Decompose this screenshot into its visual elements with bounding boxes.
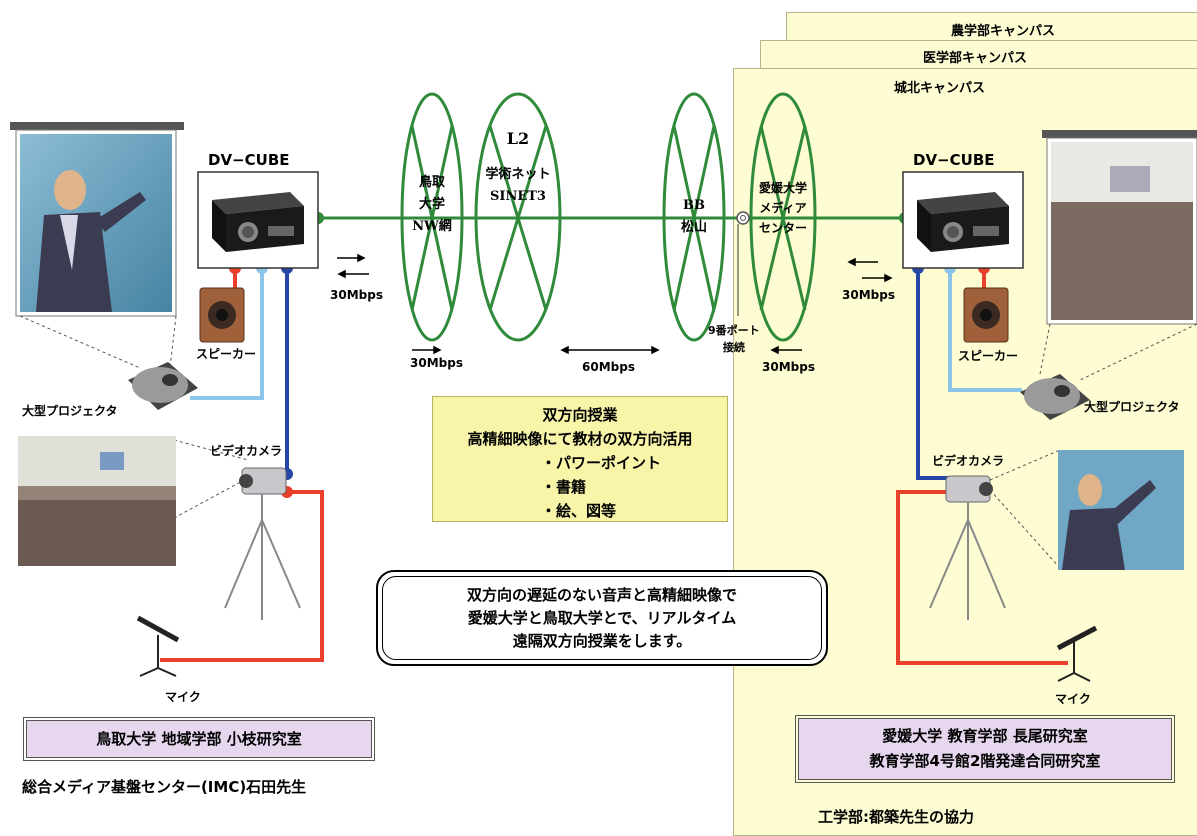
left-speaker (199, 287, 245, 343)
left-lab-box: 鳥取大学 地域学部 小枝研究室 (23, 717, 375, 761)
speed-right-upper: 30Mbps (842, 288, 895, 302)
port-connector (736, 211, 750, 225)
port-label: 9番ポート 接続 (708, 324, 760, 354)
speed-middle: 60Mbps (582, 360, 635, 374)
message-line-3: 遠隔双方向授業をします。 (512, 632, 692, 650)
right-mic (1056, 625, 1098, 682)
right-lab-room: 教育学部4号館2階発達合同研究室 (869, 752, 1101, 770)
right-tripod (929, 502, 1006, 620)
left-caption: 総合メディア基盤センター(IMC)石田先生 (22, 778, 307, 796)
ellipse-tottori-nw (400, 92, 464, 342)
right-lab-name: 愛媛大学 教育学部 長尾研究室 (882, 727, 1088, 745)
message-line-1: 双方向の遅延のない音声と高精細映像で (466, 586, 737, 604)
campus-johoku-label: 城北キャンパス (894, 81, 986, 96)
right-caption: 工学部:都築先生の協力 (818, 808, 974, 826)
right-mic-label: マイク (1055, 692, 1091, 706)
left-camera (239, 467, 287, 495)
ellipse-bb-matsuyama (662, 92, 726, 342)
right-projector-label: 大型プロジェクタ (1084, 400, 1180, 414)
panel-item: ・書籍 (541, 478, 587, 496)
left-projection-screen (10, 122, 184, 317)
two-way-class-panel: 双方向授業 高精細映像にて教材の双方向活用 ・パワーポイント ・書籍 ・絵、図等 (432, 396, 728, 522)
speed-right-lower: 30Mbps (762, 360, 815, 374)
right-speaker (963, 287, 1009, 343)
right-lecturer-photo (1058, 450, 1184, 570)
left-mic-label: マイク (165, 690, 201, 704)
panel-title: 双方向授業 (542, 406, 618, 424)
ehime-media-label: 愛媛大学 メディア センター (758, 181, 807, 235)
campus-medicine: 医学部キャンパス (760, 40, 1197, 72)
left-tripod (224, 494, 301, 620)
campus-medicine-label: 医学部キャンパス (923, 51, 1028, 66)
campus-agriculture-label: 農学部キャンパス (951, 24, 1056, 39)
right-speaker-label: スピーカー (958, 349, 1019, 363)
panel-item: ・絵、図等 (541, 502, 617, 520)
left-dvcube-label: DV−CUBE (208, 151, 290, 169)
arrows-left (337, 253, 893, 355)
left-audience-photo (18, 436, 176, 566)
right-camera (945, 475, 993, 503)
bb-matsuyama-label: BB 松山 (680, 198, 707, 235)
speed-left-lower: 30Mbps (410, 356, 463, 370)
panel-item: ・パワーポイント (541, 454, 662, 472)
message-line-2: 愛媛大学と鳥取大学とで、リアルタイム (467, 609, 737, 627)
right-dvcube-device (917, 192, 1009, 252)
right-cables (896, 268, 1068, 665)
ellipse-sinet (474, 92, 562, 342)
right-camera-label: ビデオカメラ (932, 454, 1005, 468)
campus-agriculture: 農学部キャンパス (786, 12, 1197, 44)
sinet-label: L2 学術ネット SINET3 (485, 129, 551, 204)
right-projection-screen (1042, 130, 1197, 325)
left-mic (136, 615, 180, 677)
left-projector-label: 大型プロジェクタ (22, 404, 118, 418)
right-projector (1020, 374, 1090, 420)
left-camera-label: ビデオカメラ (210, 444, 283, 458)
left-dvcube-device (212, 192, 304, 252)
left-speaker-label: スピーカー (196, 347, 257, 361)
right-lab-box: 愛媛大学 教育学部 長尾研究室 教育学部4号館2階発達合同研究室 (795, 715, 1175, 783)
panel-subtitle: 高精細映像にて教材の双方向活用 (467, 430, 693, 448)
speed-left-upper: 30Mbps (330, 288, 383, 302)
summary-message-box: 双方向の遅延のない音声と高精細映像で 愛媛大学と鳥取大学とで、リアルタイム 遠隔… (376, 570, 828, 666)
left-lab-name: 鳥取大学 地域学部 小枝研究室 (96, 730, 302, 748)
ellipse-ehime-media (749, 92, 817, 342)
left-projector (128, 362, 198, 410)
right-dvcube-label: DV−CUBE (913, 151, 995, 169)
tottori-nw-label: 鳥取 大学 NW網 (412, 175, 452, 234)
